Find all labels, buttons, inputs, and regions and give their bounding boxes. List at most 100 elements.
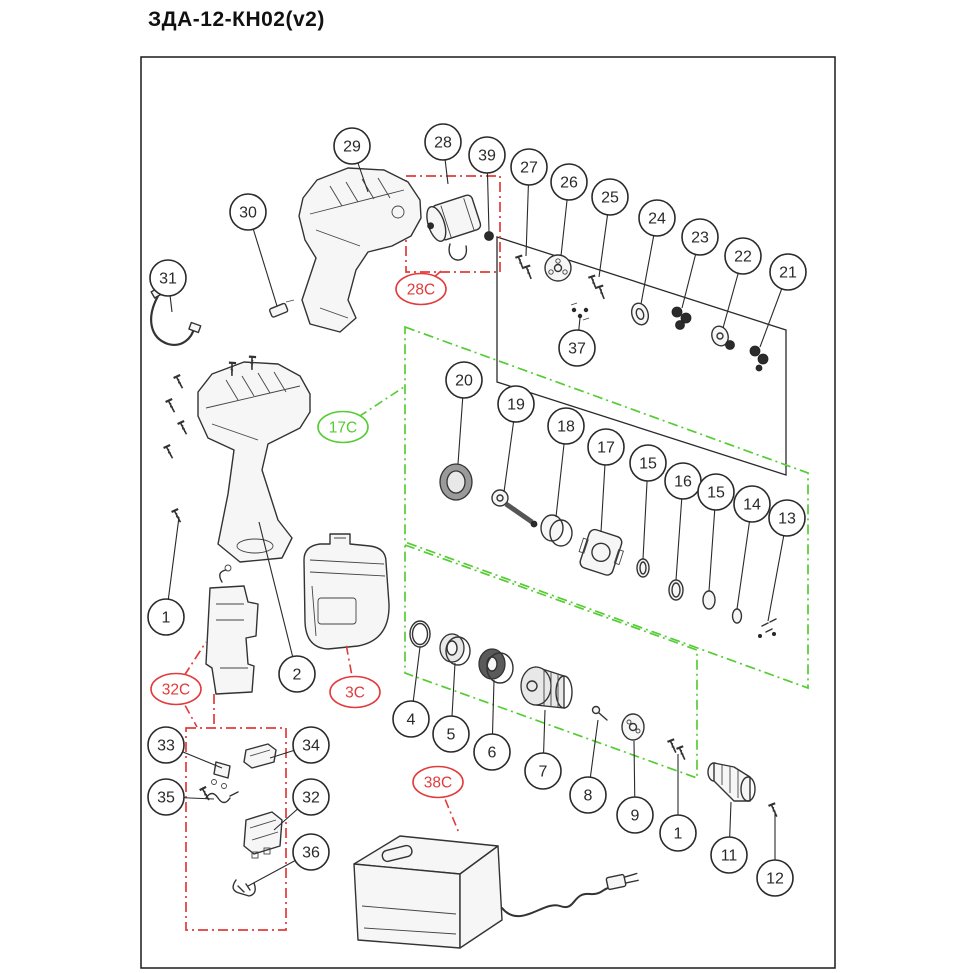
group-box-gear-cluster bbox=[496, 236, 787, 476]
balloon-14: 14 bbox=[733, 485, 771, 523]
balloon-38C: 38C bbox=[412, 765, 464, 799]
brush-part-drawing bbox=[484, 231, 494, 241]
balloon-17: 17 bbox=[587, 428, 625, 466]
leader-line-17C bbox=[342, 386, 405, 428]
svg-text:9: 9 bbox=[631, 808, 640, 825]
charger-drawing bbox=[353, 835, 639, 949]
svg-text:35: 35 bbox=[157, 790, 175, 807]
balloon-7: 7 bbox=[524, 752, 562, 790]
svg-text:36: 36 bbox=[302, 845, 320, 862]
balloon-11: 11 bbox=[710, 836, 748, 874]
group-box-28c bbox=[405, 175, 501, 273]
balloon-28C: 28C bbox=[395, 272, 447, 306]
balloon-16: 16 bbox=[664, 462, 702, 500]
svg-text:19: 19 bbox=[507, 397, 525, 414]
balloon-6: 6 bbox=[473, 733, 511, 771]
power-plug-drawing bbox=[605, 872, 639, 891]
svg-text:15: 15 bbox=[707, 485, 725, 502]
svg-text:1: 1 bbox=[162, 610, 171, 627]
wire-drawing bbox=[150, 286, 202, 346]
leader-line-38C bbox=[437, 781, 460, 834]
balloon-1: 1 bbox=[147, 598, 185, 636]
svg-text:33: 33 bbox=[157, 738, 175, 755]
balloon-23: 23 bbox=[681, 218, 719, 256]
svg-text:30: 30 bbox=[239, 205, 257, 222]
svg-text:24: 24 bbox=[648, 211, 666, 228]
svg-text:16: 16 bbox=[674, 474, 692, 491]
balloon-35: 35 bbox=[147, 778, 185, 816]
svg-text:5: 5 bbox=[447, 727, 456, 744]
svg-text:22: 22 bbox=[734, 249, 752, 266]
svg-text:34: 34 bbox=[302, 738, 320, 755]
balloon-17C: 17C bbox=[317, 410, 369, 444]
balloon-4: 4 bbox=[392, 700, 430, 738]
button-drawing bbox=[268, 299, 295, 318]
balloon-15: 15 bbox=[629, 444, 667, 482]
balloon-12: 12 bbox=[756, 859, 794, 897]
balloon-26: 26 bbox=[550, 163, 588, 201]
balloon-5: 5 bbox=[432, 715, 470, 753]
svg-text:23: 23 bbox=[691, 230, 709, 247]
balloon-33: 33 bbox=[147, 726, 185, 764]
svg-text:20: 20 bbox=[455, 373, 473, 390]
switch-parts-drawing bbox=[196, 743, 283, 897]
battery-pack-drawing bbox=[303, 533, 390, 650]
part-drawings bbox=[150, 167, 784, 949]
group-box-32c bbox=[185, 727, 287, 931]
balloon-9: 9 bbox=[616, 796, 654, 834]
svg-text:18: 18 bbox=[557, 419, 575, 436]
balloon-18: 18 bbox=[547, 407, 585, 445]
balloon-21: 21 bbox=[769, 253, 807, 291]
svg-text:6: 6 bbox=[488, 745, 497, 762]
upper-housing-drawing bbox=[298, 167, 422, 333]
output-assembly-drawing bbox=[409, 620, 784, 818]
balloon-3C: 3C bbox=[329, 675, 381, 709]
svg-text:29: 29 bbox=[343, 139, 361, 156]
svg-text:4: 4 bbox=[407, 712, 416, 729]
balloon-13: 13 bbox=[768, 499, 806, 537]
trigger-switch-drawing bbox=[205, 564, 259, 695]
svg-text:39: 39 bbox=[478, 148, 496, 165]
svg-text:32C: 32C bbox=[162, 682, 190, 699]
lower-housing-drawing bbox=[160, 352, 311, 563]
balloon-1: 1 bbox=[659, 814, 697, 852]
svg-text:7: 7 bbox=[539, 764, 548, 781]
leader-line-2 bbox=[258, 521, 298, 675]
svg-text:31: 31 bbox=[159, 271, 177, 288]
svg-text:21: 21 bbox=[779, 265, 797, 282]
balloon-2: 2 bbox=[278, 655, 316, 693]
balloon-24: 24 bbox=[638, 199, 676, 237]
svg-text:15: 15 bbox=[639, 456, 657, 473]
group-box-17c-upper bbox=[404, 325, 809, 690]
balloon-25: 25 bbox=[591, 178, 629, 216]
assembly-group-boxes bbox=[183, 175, 809, 931]
balloon-28: 28 bbox=[424, 123, 462, 161]
balloon-27: 27 bbox=[510, 148, 548, 186]
balloon-19: 19 bbox=[497, 385, 535, 423]
balloon-31: 31 bbox=[149, 259, 187, 297]
svg-text:2: 2 bbox=[293, 667, 302, 684]
page-title: ЗДА-12-КН02(v2) bbox=[148, 8, 325, 31]
svg-text:38C: 38C bbox=[424, 775, 452, 792]
balloon-32: 32 bbox=[292, 778, 330, 816]
svg-text:3C: 3C bbox=[345, 685, 365, 702]
svg-text:17: 17 bbox=[597, 440, 615, 457]
svg-text:14: 14 bbox=[743, 497, 761, 514]
svg-text:12: 12 bbox=[766, 871, 784, 888]
svg-text:27: 27 bbox=[520, 160, 538, 177]
balloon-32C: 32C bbox=[150, 672, 202, 706]
gear-train-drawing bbox=[439, 463, 777, 639]
group-box-17c-lower bbox=[404, 543, 698, 780]
balloon-15: 15 bbox=[697, 473, 735, 511]
balloon-37: 37 bbox=[558, 329, 596, 367]
balloon-30: 30 bbox=[229, 193, 267, 231]
svg-text:28: 28 bbox=[434, 135, 452, 152]
balloon-22: 22 bbox=[724, 237, 762, 275]
motor-drawing bbox=[426, 194, 494, 261]
balloon-8: 8 bbox=[569, 776, 607, 814]
balloon-39: 39 bbox=[468, 136, 506, 174]
svg-text:37: 37 bbox=[568, 341, 586, 358]
